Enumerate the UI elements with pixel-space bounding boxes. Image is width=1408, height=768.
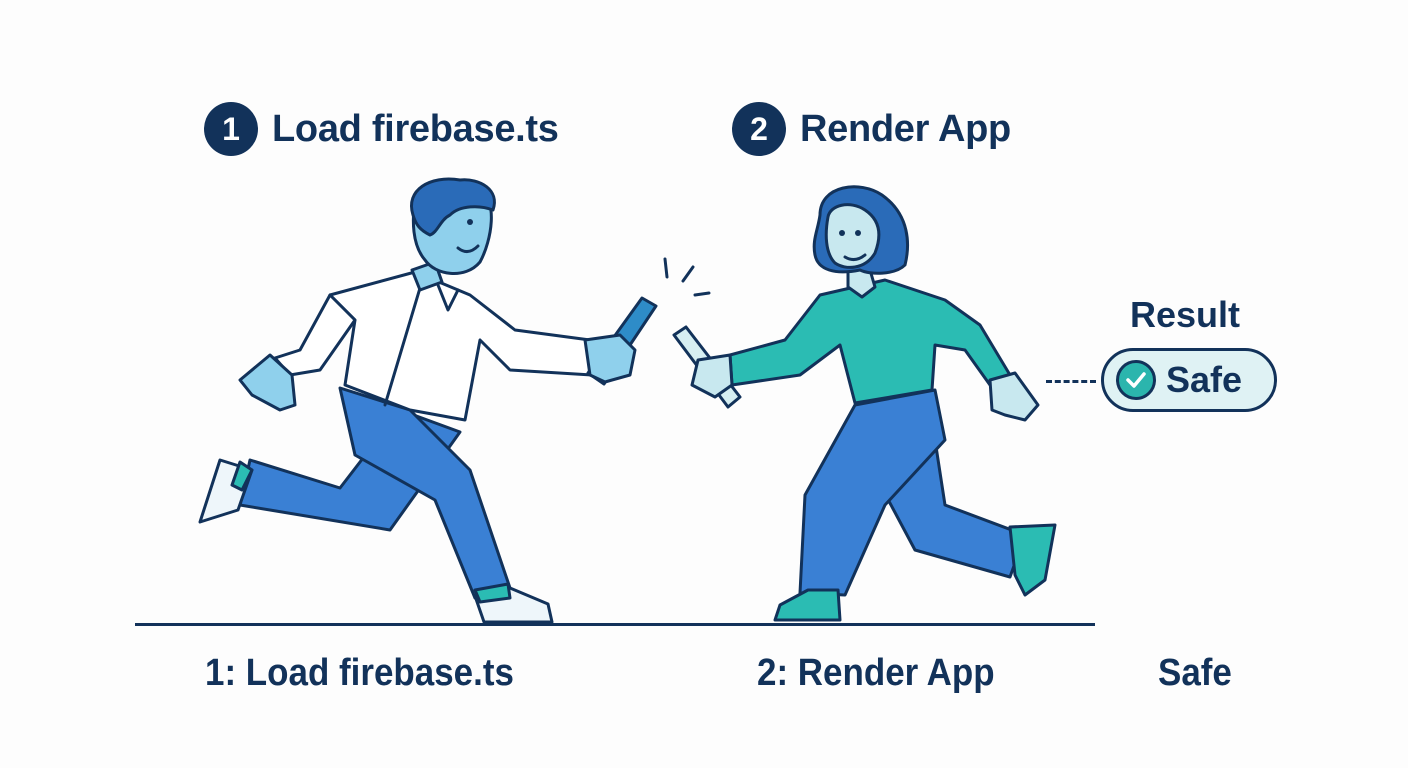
step-2-title: Render App [800,107,1011,150]
result-status-text: Safe [1166,359,1243,400]
step-2-header: 2 Render App [732,102,1011,156]
step-2-caption: 2: Render App [757,652,995,694]
result-label: Result [1130,294,1241,335]
result-connector [1046,380,1096,383]
step-1-header: 1 Load firebase.ts [204,102,559,156]
result-status-pill: Safe [1101,348,1277,412]
step-2-badge: 2 [732,102,786,156]
step-1-caption: 1: Load firebase.ts [205,652,514,694]
ground-line [135,623,1095,626]
check-circle-icon [1116,360,1156,400]
handoff-spark-icon [663,257,711,297]
result-caption: Safe [1158,652,1232,694]
step-1-badge: 1 [204,102,258,156]
woman-runner-illustration [672,185,1057,622]
man-runner-illustration [198,177,658,624]
step-1-title: Load firebase.ts [272,107,559,150]
